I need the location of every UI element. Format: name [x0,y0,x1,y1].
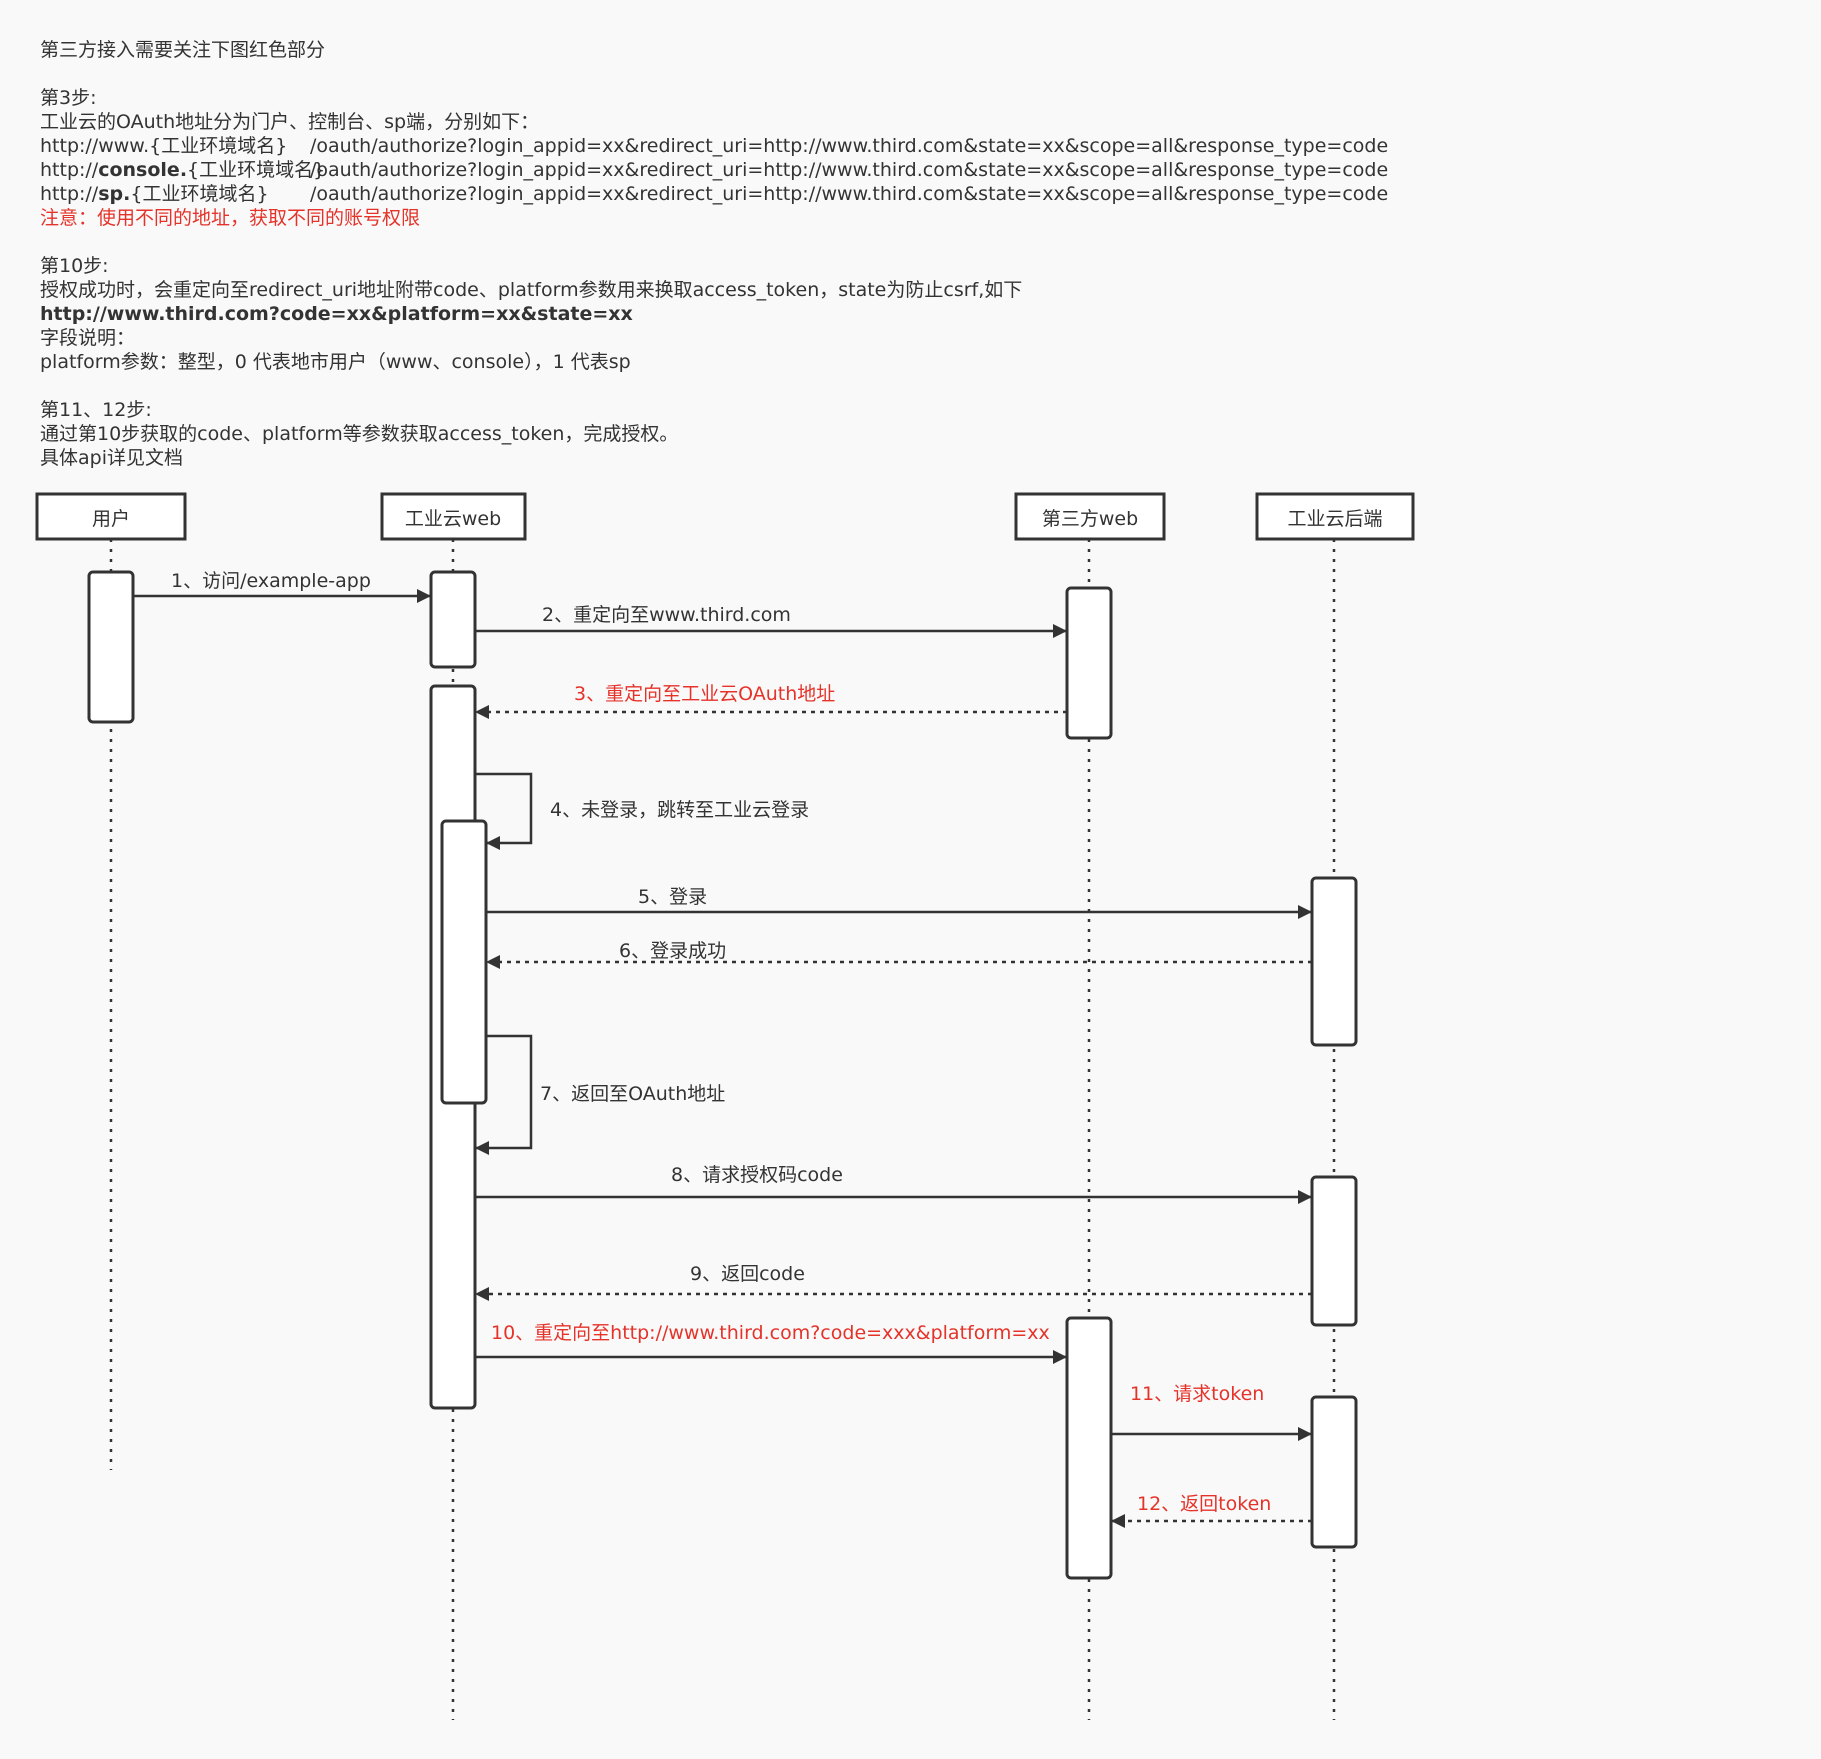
url-prefix: http:// [40,183,99,205]
step11-heading: 第11、12步: [40,399,152,421]
url-prefix: http://www. [40,135,150,157]
url-path: /oauth/authorize?login_appid=xx&redirect… [310,183,1389,205]
step10-desc: 授权成功时，会重定向至redirect_uri地址附带code、platform… [40,279,1023,301]
message-label-3: 3、重定向至工业云OAuth地址 [574,683,835,705]
message-label-10: 10、重定向至http://www.third.com?code=xxx&pla… [491,1322,1050,1344]
oauth-url-sp: http://sp.{工业环境域名} /oauth/authorize?login… [40,182,1388,206]
participant-user [35,492,187,541]
step11-more: 具体api详见文档 [40,447,183,469]
message-label-5: 5、登录 [638,886,707,908]
message-arrow-7 [475,1034,533,1155]
step10-example-url: http://www.third.com?code=xx&platform=xx… [40,303,633,325]
url-prefix: http:// [40,159,99,181]
participant-label: 第三方web [1042,508,1138,530]
intro-text: 第三方接入需要关注下图红色部分 [40,39,326,61]
message-arrow-4 [475,772,533,850]
url-subdomain: sp. [98,183,131,205]
document-text: 第三方接入需要关注下图红色部分 第3步: 工业云的OAuth地址分为门户、控制台… [40,38,1388,470]
activation-bar [1310,876,1358,1047]
activation-bar [1310,1175,1358,1327]
message-label-1: 1、访问/example-app [171,570,371,592]
message-label-6: 6、登录成功 [619,940,726,962]
participant-cloud-web [380,492,527,541]
url-domain: {工业环境域名} [130,183,269,205]
message-label-7: 7、返回至OAuth地址 [540,1083,725,1105]
message-label-9: 9、返回code [690,1263,805,1285]
activation-bar [440,819,488,1105]
oauth-url-www: http://www.{工业环境域名} /oauth/authorize?logi… [40,134,1388,158]
participant-cloud-backend [1255,492,1415,541]
message-label-4: 4、未登录，跳转至工业云登录 [550,799,809,821]
url-domain: {工业环境域名} [187,159,326,181]
activation-bar [87,570,135,724]
url-domain: {工业环境域名} [149,135,288,157]
message-label-2: 2、重定向至www.third.com [542,604,791,626]
url-path: /oauth/authorize?login_appid=xx&redirect… [310,135,1389,157]
url-path: /oauth/authorize?login_appid=xx&redirect… [310,159,1389,181]
participant-label: 工业云web [405,508,501,530]
participant-label: 用户 [92,508,130,530]
activation-bar [1065,1316,1113,1580]
participant-label: 工业云后端 [1287,508,1382,530]
step11-desc: 通过第10步获取的code、platform等参数获取access_token，… [40,423,679,445]
message-label-8: 8、请求授权码code [671,1164,843,1186]
message-label-12: 12、返回token [1137,1493,1271,1515]
activation-bar [429,570,477,669]
activation-bar [1065,586,1113,740]
oauth-url-console: http://console.{工业环境域名}/oauth/authorize?… [40,158,1388,182]
field-title: 字段说明： [40,327,136,349]
step3-desc: 工业云的OAuth地址分为门户、控制台、sp端，分别如下： [40,111,540,133]
step10-heading: 第10步: [40,255,109,277]
participant-third-web [1014,492,1166,541]
step3-note: 注意：使用不同的地址，获取不同的账号权限 [40,207,421,229]
field-desc: platform参数：整型，0 代表地市用户（www、console），1 代表… [40,351,631,373]
url-subdomain: console. [98,159,188,181]
message-label-11: 11、请求token [1130,1383,1264,1405]
activation-bar [1310,1395,1358,1549]
step3-heading: 第3步: [40,87,97,109]
